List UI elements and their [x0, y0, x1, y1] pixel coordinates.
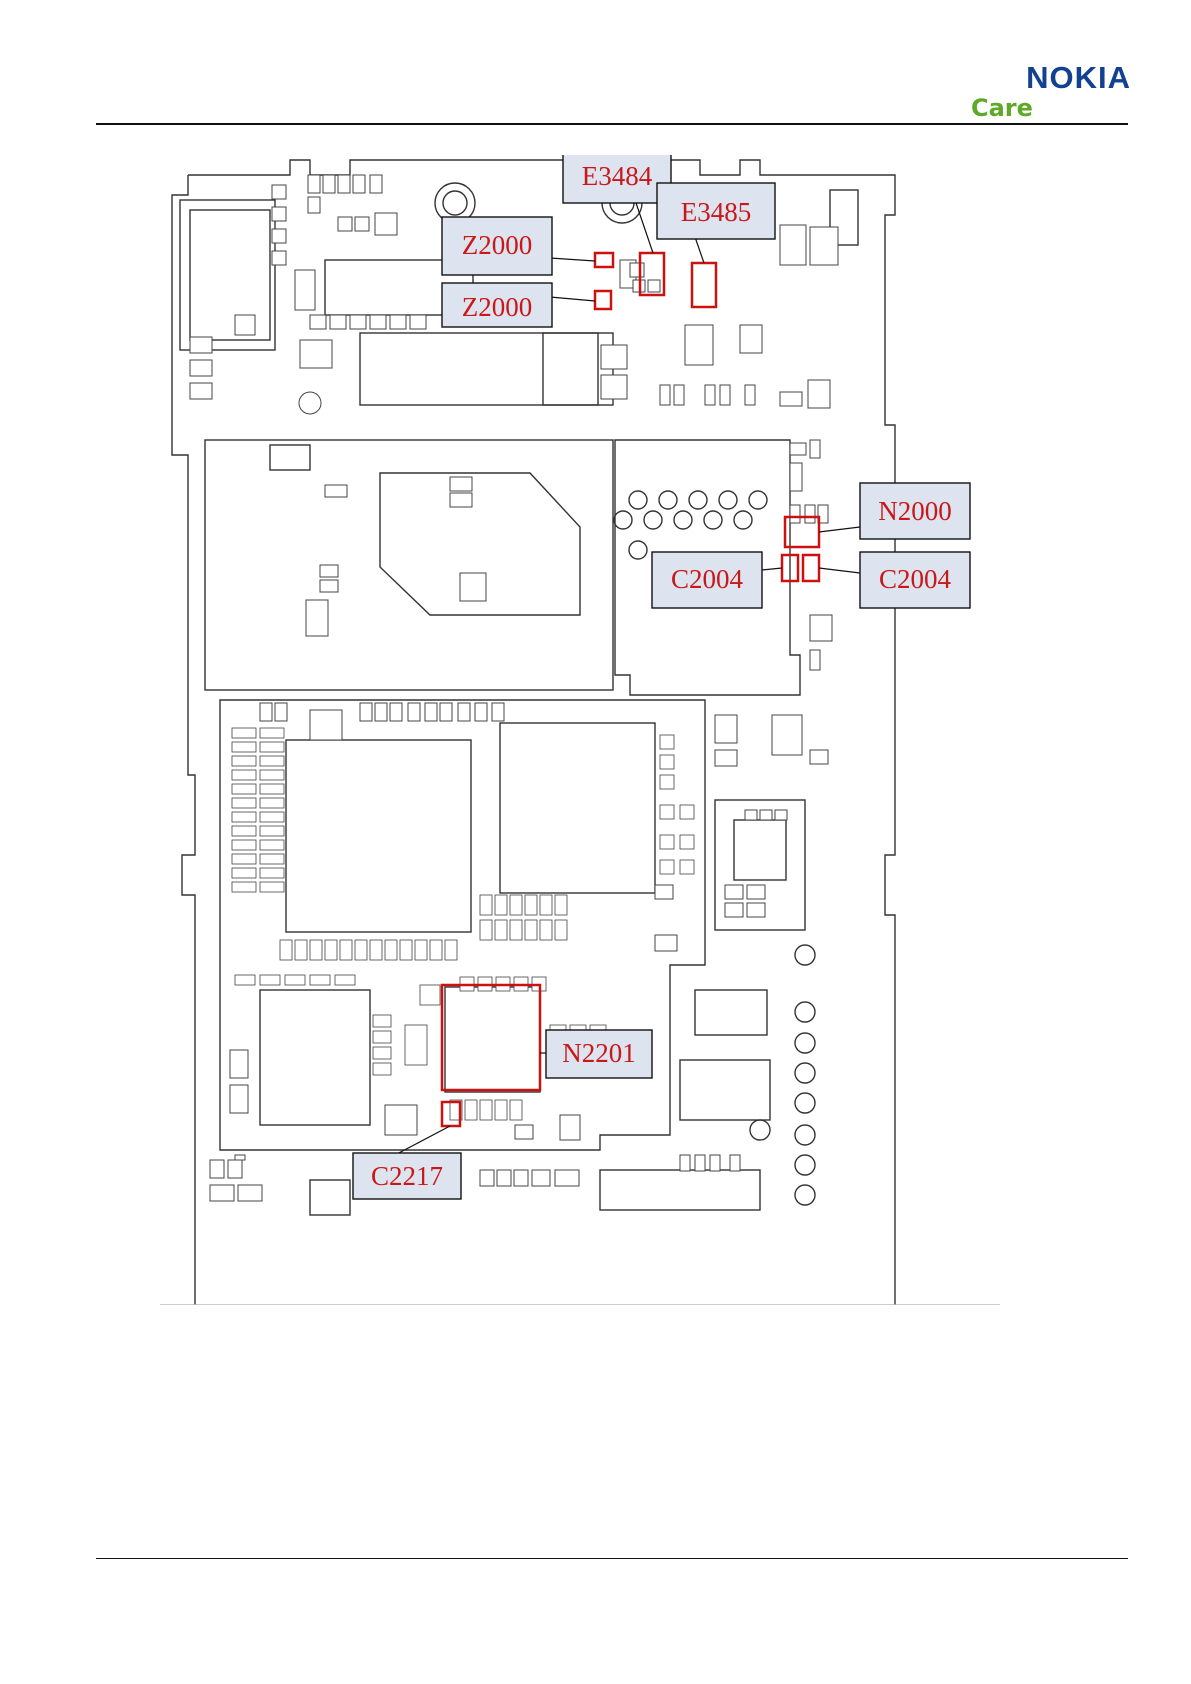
callout-c2004-a: C2004	[652, 552, 762, 608]
highlight-z2000-b	[595, 291, 611, 309]
callout-label-z2000-a: Z2000	[462, 230, 533, 260]
highlight-c2004-b	[803, 555, 819, 581]
footer-rule	[96, 1558, 1128, 1559]
highlight-z2000-a	[595, 253, 613, 267]
callout-n2201: N2201	[546, 1030, 652, 1078]
callout-label-c2004-a: C2004	[671, 564, 744, 594]
highlight-e3485	[692, 263, 716, 307]
callout-z2000-a: Z2000	[442, 217, 552, 275]
callout-e3484: E3484	[563, 155, 671, 203]
logo-brand-text: NOKIA	[971, 62, 1131, 93]
callout-c2004-b: C2004	[860, 552, 970, 608]
callout-z2000-b: Z2000	[442, 283, 552, 327]
callout-label-n2000: N2000	[878, 496, 952, 526]
callout-label-c2004-b: C2004	[879, 564, 952, 594]
callout-label-e3485: E3485	[681, 197, 752, 227]
highlight-n2201	[442, 985, 540, 1090]
callout-label-c2217: C2217	[371, 1161, 443, 1191]
callout-c2217: C2217	[353, 1153, 461, 1199]
pcb-component-layout-figure: E3484 E3485 Z2000 Z2000 N2000 C2004 C200…	[160, 155, 1065, 1305]
callout-e3485: E3485	[657, 183, 775, 239]
callout-label-n2201: N2201	[562, 1038, 636, 1068]
logo-sub-text: Care	[971, 96, 1033, 120]
callout-n2000: N2000	[860, 483, 970, 539]
pcb-diagram: E3484 E3485 Z2000 Z2000 N2000 C2004 C200…	[160, 155, 1065, 1305]
callout-label-e3484: E3484	[582, 161, 653, 191]
callout-label-z2000-b: Z2000	[462, 292, 533, 322]
header-rule	[96, 123, 1128, 125]
nokia-care-logo: NOKIA Care	[971, 62, 1131, 93]
